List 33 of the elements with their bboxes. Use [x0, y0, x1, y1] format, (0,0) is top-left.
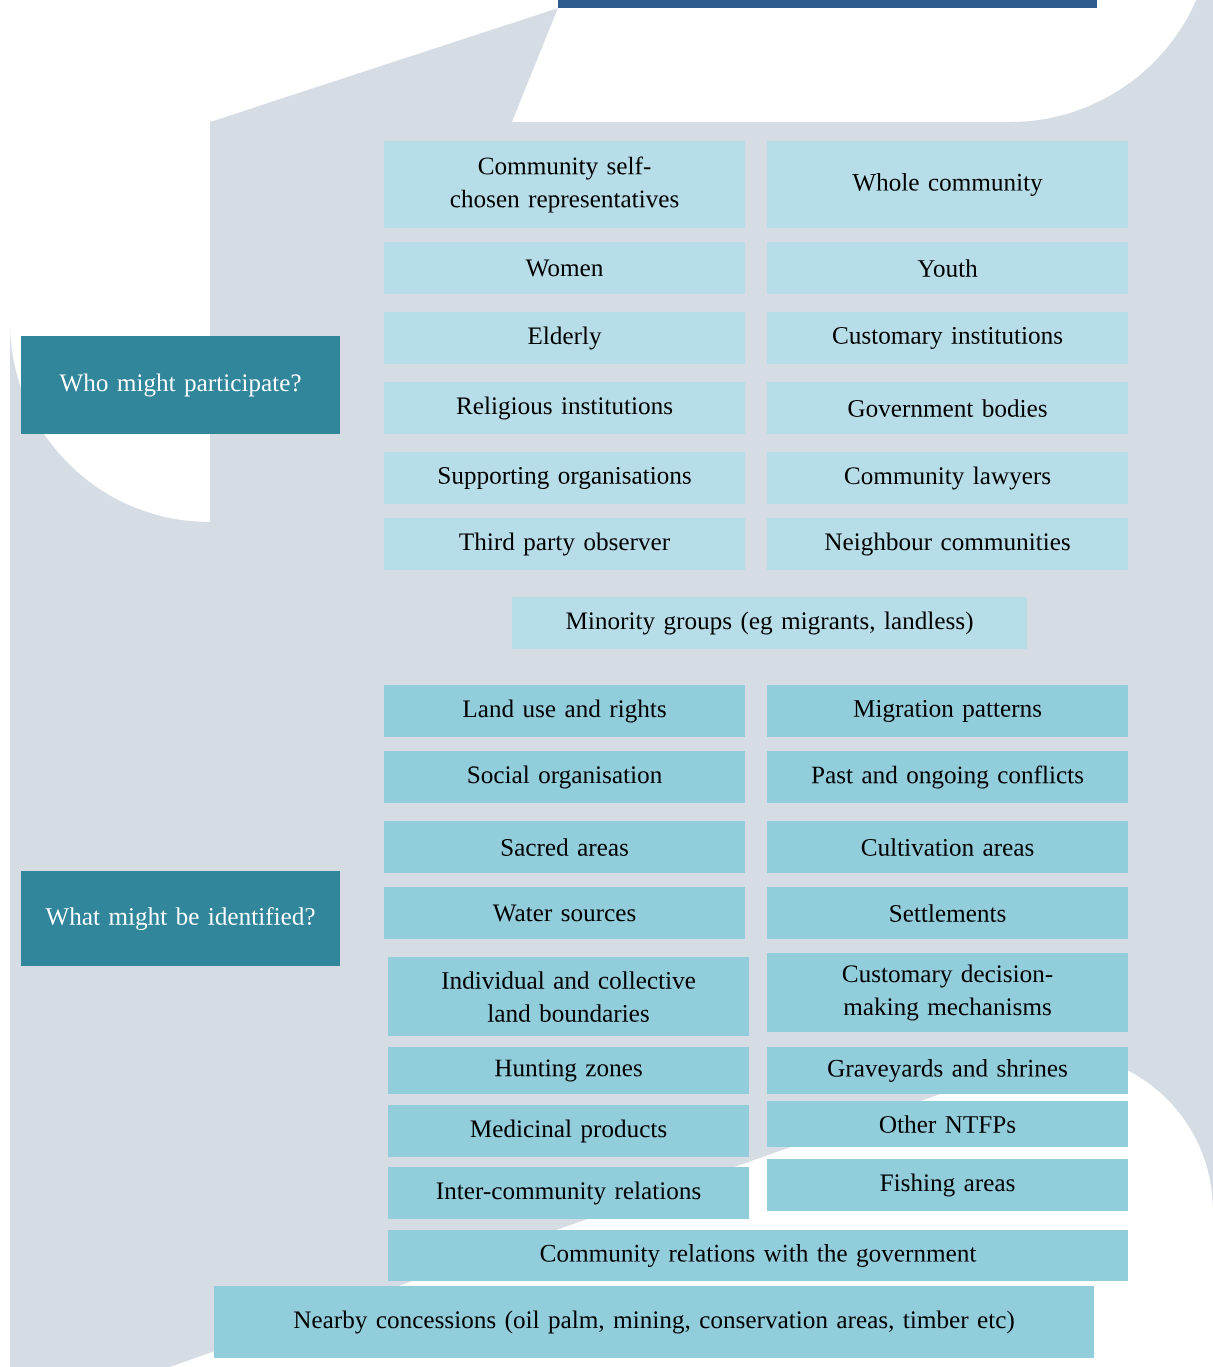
- participant-box: Religious institutions: [384, 382, 745, 434]
- topic-box: Nearby concessions (oil palm, mining, conservation areas, timber etc): [214, 1286, 1094, 1358]
- topic-box: Fishing areas: [767, 1159, 1128, 1211]
- participant-box: Third party observer: [384, 518, 745, 570]
- participant-box: Elderly: [384, 312, 745, 364]
- participant-box: Neighbour communities: [767, 518, 1128, 570]
- topic-box: Migration patterns: [767, 685, 1128, 737]
- topic-box: Other NTFPs: [767, 1101, 1128, 1147]
- topic-box: Water sources: [384, 887, 745, 939]
- participant-box: Customary institutions: [767, 312, 1128, 364]
- topic-box: Community relations with the government: [388, 1230, 1128, 1281]
- participant-box: Community lawyers: [767, 452, 1128, 504]
- participant-box: Youth: [767, 242, 1128, 294]
- topic-box: Settlements: [767, 887, 1128, 939]
- participant-box: Government bodies: [767, 382, 1128, 434]
- topic-box: Sacred areas: [384, 821, 745, 873]
- topic-box: Social organisation: [384, 751, 745, 803]
- participant-box: Women: [384, 242, 745, 294]
- participant-box: Supporting organisations: [384, 452, 745, 504]
- heading-box: What might be identified?: [21, 871, 340, 966]
- topic-box: Individual and collective land boundaries: [388, 957, 749, 1036]
- topic-box: Graveyards and shrines: [767, 1047, 1128, 1094]
- topic-box: Medicinal products: [388, 1105, 749, 1157]
- topic-box: Cultivation areas: [767, 821, 1128, 873]
- participant-box: Minority groups (eg migrants, landless): [512, 597, 1027, 649]
- topic-box: Past and ongoing conflicts: [767, 751, 1128, 803]
- topic-box: Hunting zones: [388, 1047, 749, 1094]
- participant-box: Community self-chosen representatives: [384, 141, 745, 228]
- topic-box: Land use and rights: [384, 685, 745, 737]
- participant-box: Whole community: [767, 141, 1128, 228]
- heading-box: Who might participate?: [21, 336, 340, 434]
- topic-box: Customary decision-making mechanisms: [767, 953, 1128, 1032]
- topic-box: Inter-community relations: [388, 1167, 749, 1219]
